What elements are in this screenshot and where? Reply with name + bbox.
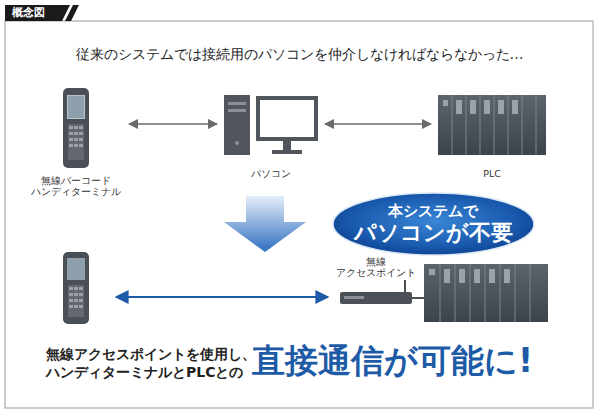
plc-rack	[424, 264, 548, 322]
direct-link-arrow	[116, 296, 328, 298]
ellipse-outline	[333, 193, 534, 255]
headline-text: 直接通信が可能に!	[252, 340, 533, 381]
header-tab	[5, 5, 70, 21]
plc-rack	[438, 95, 546, 155]
callout-text: パソコンが不要	[354, 220, 513, 246]
device-label: PLC	[483, 168, 501, 179]
connector-arrow	[325, 123, 431, 125]
highlight-ellipse: 本システムでパソコンが不要	[332, 192, 535, 256]
device-label: パソコン	[251, 168, 291, 179]
handheld-terminal	[63, 88, 89, 168]
handheld-terminal	[63, 252, 89, 324]
header-tab-label: 概念図	[12, 6, 45, 20]
callout-text: 本システムで	[388, 202, 478, 220]
device-node: PLC	[435, 92, 549, 181]
device-label: 無線バーコード ハンディターミナル	[31, 175, 121, 198]
device-node: パソコン	[221, 92, 321, 181]
transition-arrow	[224, 196, 306, 252]
diagram-title: 従来のシステムでは接続用のパソコンを仲介しなければならなかった…	[0, 46, 599, 64]
frame	[5, 21, 593, 408]
device-label: 無線 アクセスポイント	[336, 256, 416, 279]
connector-arrow	[129, 123, 217, 125]
header-stripe	[65, 5, 79, 21]
summary-text: 無線アクセスポイントを使用し、 ハンディターミナルとPLCとの	[46, 346, 256, 381]
pc-icon	[224, 95, 318, 155]
access-point-device	[340, 280, 424, 304]
device-node: 無線バーコード ハンディターミナル	[27, 86, 125, 200]
access-point-node: 無線 アクセスポイント	[332, 256, 420, 305]
